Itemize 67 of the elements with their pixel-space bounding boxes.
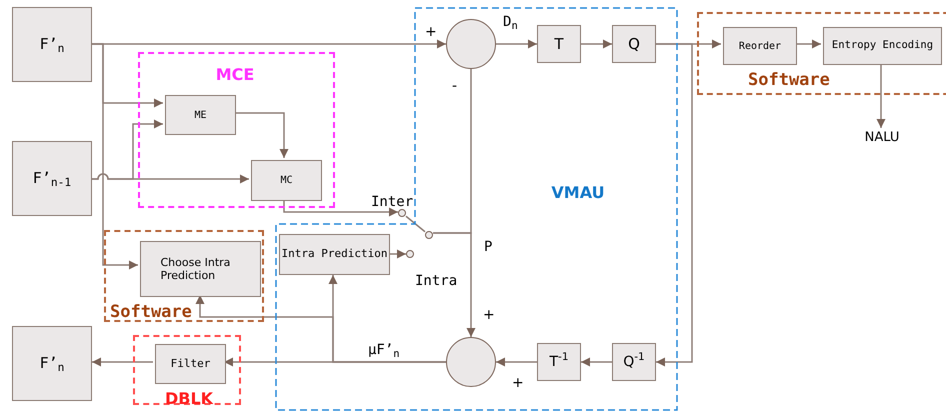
process-box: [140, 241, 261, 297]
summing-junction: [446, 337, 496, 387]
dashed-group-box: [133, 335, 241, 405]
sign-label: +: [425, 23, 437, 42]
output-label: NALU: [864, 129, 900, 148]
box-label: F’$_{n-1}$: [32, 168, 72, 190]
arrow: [196, 295, 446, 363]
process-box: [823, 27, 942, 65]
box-label: Reorder: [738, 40, 782, 54]
process-box: [537, 25, 581, 63]
dashed-region: [275, 7, 678, 411]
group-label: Software: [748, 69, 830, 92]
arrow: [92, 173, 249, 184]
summing-junction: [446, 19, 496, 69]
arrow: [581, 358, 612, 366]
arrow: [433, 232, 476, 337]
dashed-group-box: [138, 52, 335, 208]
box-label: MC: [280, 174, 293, 188]
box-label: ME: [194, 108, 207, 122]
group-label: Software: [110, 301, 192, 324]
box-label: Filter: [170, 356, 210, 372]
process-box: [155, 344, 226, 384]
arrow: [390, 250, 406, 258]
process-box: [251, 160, 322, 201]
switch-contact: [425, 231, 433, 239]
edge-label: D$_{n}$: [503, 13, 518, 33]
box-label: F’$_{n}$: [40, 353, 64, 375]
group-label: DBLK: [164, 388, 214, 410]
group-label: MCE: [216, 64, 254, 86]
group-label: VMAU: [551, 182, 605, 204]
box-label: Intra Prediction: [282, 246, 388, 262]
process-box: [612, 343, 656, 381]
arrow: [283, 199, 398, 216]
box-label: Q$^{-1}$: [623, 352, 645, 372]
edge-label: μF’$_{n}$: [368, 341, 400, 361]
sign-label: +: [512, 374, 524, 393]
box-label: T$^{-1}$: [549, 352, 569, 372]
edge-label: P: [484, 238, 492, 257]
arrow: [92, 43, 138, 270]
arrow: [795, 40, 821, 48]
arrow: [876, 63, 886, 128]
process-box: [165, 95, 236, 135]
box-label: T: [554, 34, 564, 55]
process-box: [537, 343, 581, 381]
connector-line: [406, 216, 426, 232]
arrow: [92, 358, 153, 366]
process-box: [279, 234, 390, 275]
box-label: Entropy Encoding: [832, 38, 934, 54]
process-box: [723, 27, 797, 65]
arrow: [656, 43, 693, 366]
sign-label: +: [483, 306, 495, 325]
sign-label: -: [452, 77, 458, 96]
process-box: [12, 141, 92, 216]
box-label: Choose Intra Prediction: [160, 256, 232, 282]
process-box: [612, 25, 656, 63]
switch-label: Intra: [415, 272, 458, 291]
process-box: [12, 7, 92, 82]
process-box: [12, 326, 92, 401]
dashed-group-box: [104, 230, 264, 322]
arrow: [496, 40, 537, 48]
switch-label: Inter: [371, 193, 414, 212]
arrow: [234, 112, 288, 158]
box-label: Q: [628, 34, 640, 55]
arrow: [496, 358, 537, 366]
arrow: [581, 40, 612, 48]
dashed-group-box: [697, 12, 946, 95]
box-label: F’$_{n}$: [40, 34, 64, 56]
